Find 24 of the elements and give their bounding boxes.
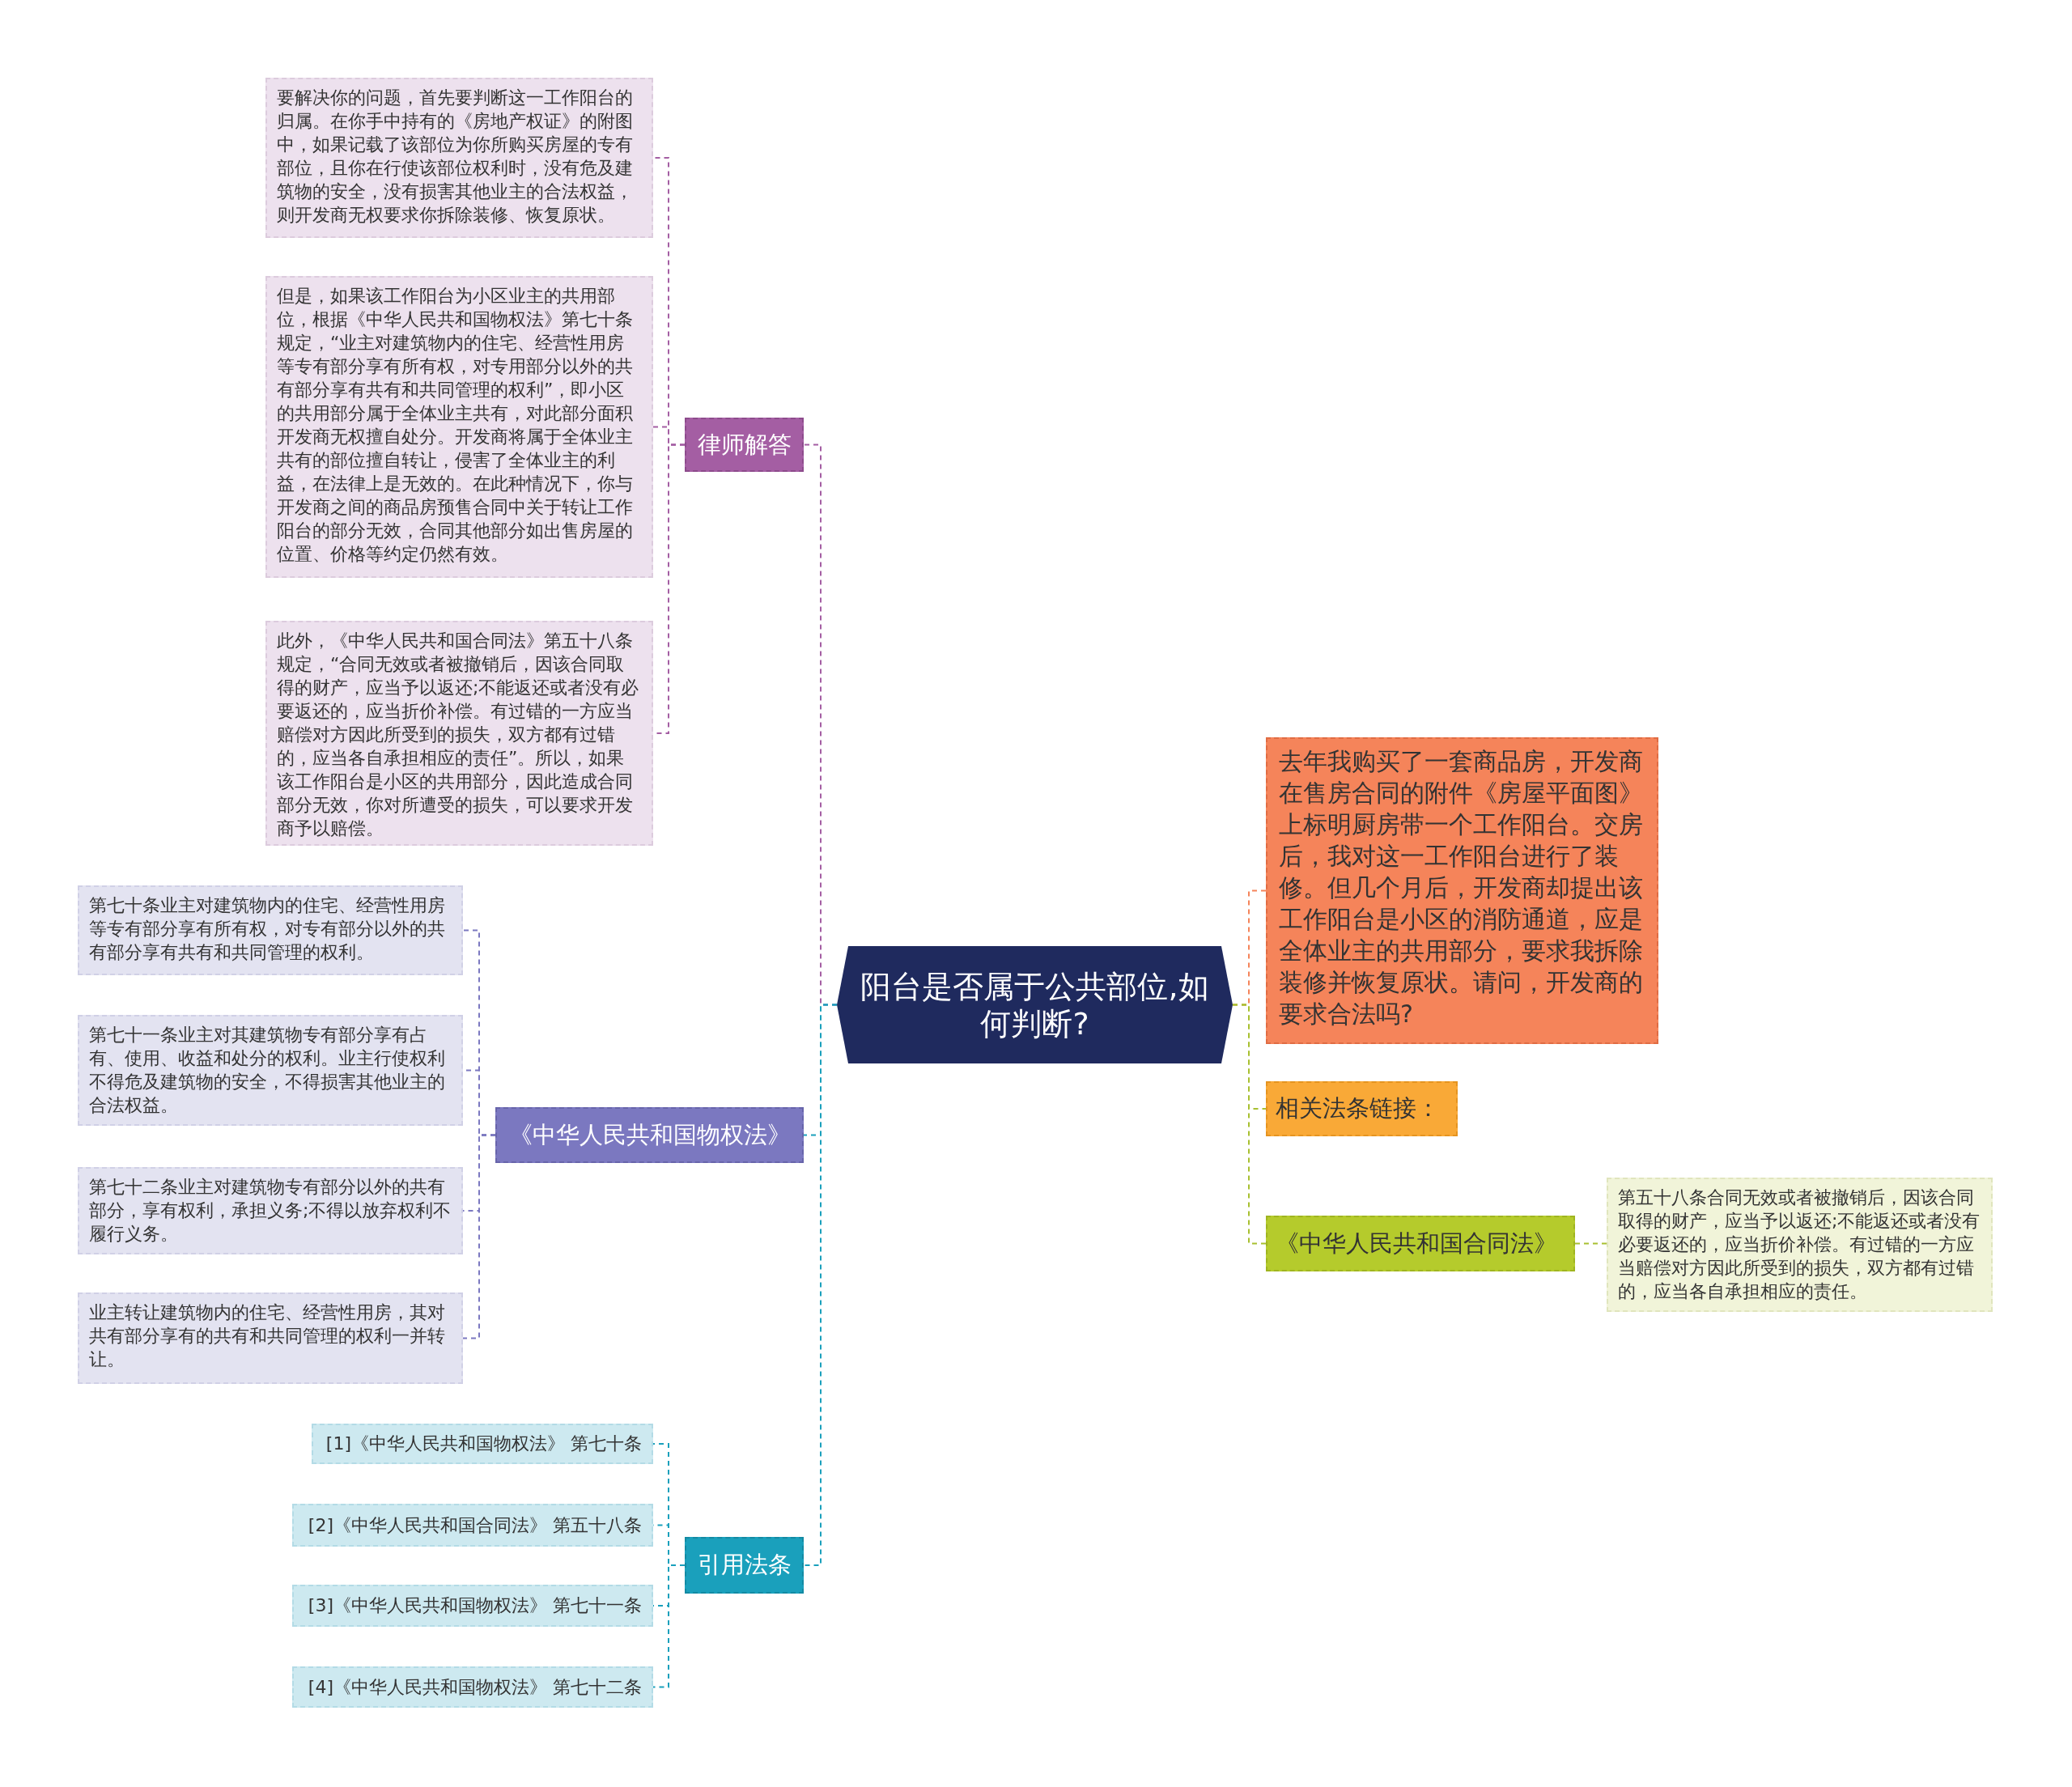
text-box: 第七十一条业主对其建筑物专有部分享有占有、使用、收益和处分的权利。业主行使权利不得危及建筑物的安全，不得损害其他业主的合法权益。 xyxy=(78,1015,463,1126)
reference-box: [2]《中华人民共和国合同法》 第五十八条 xyxy=(292,1504,653,1547)
text-box: 第七十条业主对建筑物内的住宅、经营性用房等专有部分享有所有权，对专有部分以外的共有部分享有共有和共同管理的权利。 xyxy=(78,885,463,975)
reference-box: [3]《中华人民共和国物权法》 第七十一条 xyxy=(292,1585,653,1627)
text-box: 但是，如果该工作阳台为小区业主的共用部位，根据《中华人民共和国物权法》第七十条规定，“业主对建筑物内的住宅、经营性用房等专有部分享有所有权，对专用部分以外的共有部分享有共有和共同管理的权利”，即小区的共用部分属于全体业主共有，对此部分面积开发商无权擅自处分。开发商将属于全体业主共有的部位擅自转让，侵害了全体业主的利益，在法律上是无效的。在此种情况下，你与开发商之间的商品房预售合同中关于转让工作阳台的部分无效，合同其他部分如出售房屋的位置、价格等约定仍然有效。 xyxy=(265,276,653,578)
text-box: 第五十八条合同无效或者被撤销后，因该合同取得的财产，应当予以返还;不能返还或者没有必要返还的，应当折价补偿。有过错的一方应当赔偿对方因此所受到的损失，双方都有过错的，应当各自承担相应的责任。 xyxy=(1607,1178,1993,1312)
text-box: 要解决你的问题，首先要判断这一工作阳台的归属。在你手中持有的《房地产权证》的附图中，如果记载了该部位为你所购买房屋的专有部位，且你在行使该部位权利时，没有危及建筑物的安全，没有损害其他业主的合法权益，则开发商无权要求你拆除装修、恢复原状。 xyxy=(265,78,653,238)
connector-line xyxy=(1574,1242,1607,1245)
topic-box: 律师解答 xyxy=(685,418,804,472)
text-box: 业主转让建筑物内的住宅、经营性用房，其对共有部分享有的共有和共同管理的权利一并转让。 xyxy=(78,1292,463,1384)
reference-box: [1]《中华人民共和国物权法》 第七十条 xyxy=(312,1424,653,1464)
connector-line xyxy=(803,1004,838,1566)
text-box: 此外，《中华人民共和国合同法》第五十八条规定，“合同无效或者被撤销后，因该合同取得的财产，应当予以返还;不能返还或者没有必要返还的，应当折价补偿。有过错的一方应当赔偿对方因此所受到的损失，双方都有过错的，应当各自承担相应的责任”。所以，如果该工作阳台是小区的共用部分，因此造成合同部分无效，你对所遭受的损失，可以要求开发商予以赔偿。 xyxy=(265,621,653,846)
reference-box: [4]《中华人民共和国物权法》 第七十二条 xyxy=(292,1666,653,1708)
connector-line xyxy=(652,1564,686,1688)
central-topic: 阳台是否属于公共部位,如何判断? xyxy=(837,946,1233,1063)
topic-box: 相关法条链接： xyxy=(1266,1081,1458,1136)
topic-box: 引用法条 xyxy=(685,1537,804,1594)
text-box: 第七十二条业主对建筑物专有部分以外的共有部分，享有权利，承担义务;不得以放弃权利不履行义务。 xyxy=(78,1167,463,1254)
question-box: 去年我购买了一套商品房，开发商在售房合同的附件《房屋平面图》上标明厨房带一个工作阳台。交房后，我对这一工作阳台进行了装修。但几个月后，开发商却提出该工作阳台是小区的消防通道，应是全体业主的共用部分，要求我拆除装修并恢复原状。请问，开发商的要求合法吗? xyxy=(1266,737,1658,1044)
connector-line xyxy=(462,1134,496,1339)
topic-box: 《中华人民共和国合同法》 xyxy=(1266,1216,1575,1271)
connector-line xyxy=(1232,1004,1267,1245)
topic-box: 《中华人民共和国物权法》 xyxy=(495,1107,804,1163)
